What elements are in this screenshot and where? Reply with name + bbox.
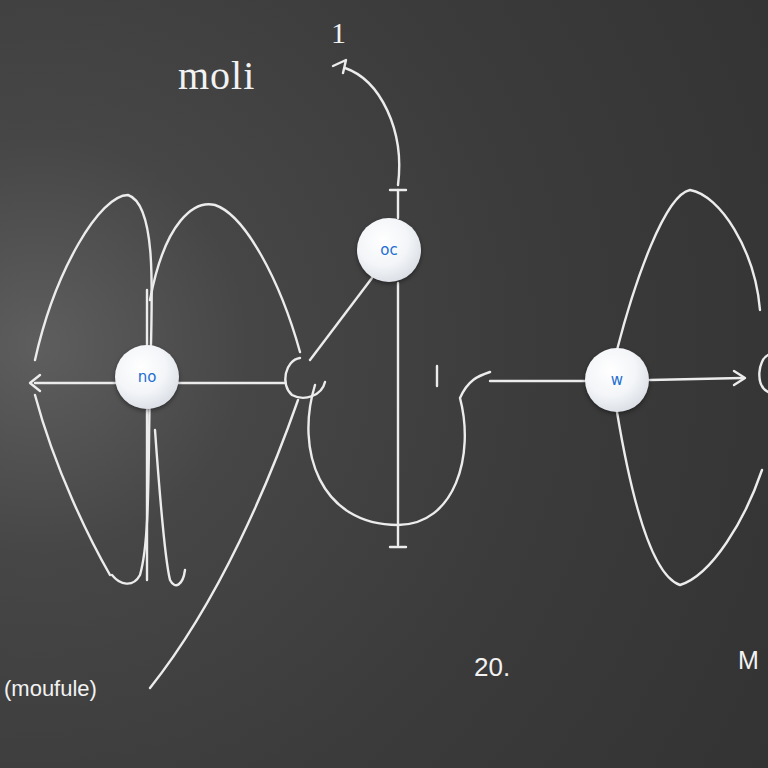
title: moli	[178, 56, 255, 96]
leader-line	[150, 400, 298, 688]
atom-circle: w	[585, 348, 649, 412]
leader-line	[310, 278, 372, 360]
callout-number: 1	[331, 18, 346, 48]
leader-line	[345, 68, 399, 185]
number-label: 20.	[474, 654, 510, 680]
loop-line	[308, 372, 490, 525]
letter-label: M	[738, 648, 759, 673]
lobe-outline	[150, 204, 300, 352]
ring	[285, 358, 325, 398]
lobe-outline	[617, 412, 762, 585]
atom-label: no	[138, 370, 157, 385]
axis-line	[490, 380, 585, 382]
atom-circle: no	[115, 345, 179, 409]
mark	[436, 366, 438, 386]
axis-line	[146, 290, 148, 580]
atom-circle: oc	[357, 218, 421, 282]
lobe-outline	[155, 430, 185, 585]
arrow-head	[734, 371, 745, 385]
ring	[759, 355, 768, 392]
arrow-head	[30, 375, 40, 391]
molecule-label: (moufule)	[4, 678, 97, 700]
atom-label: oc	[380, 243, 397, 258]
lobe-outline	[35, 395, 110, 575]
axis-line	[650, 378, 742, 380]
lobe-outline	[617, 190, 760, 350]
arrow-head	[333, 60, 346, 73]
atom-label: w	[611, 373, 623, 388]
